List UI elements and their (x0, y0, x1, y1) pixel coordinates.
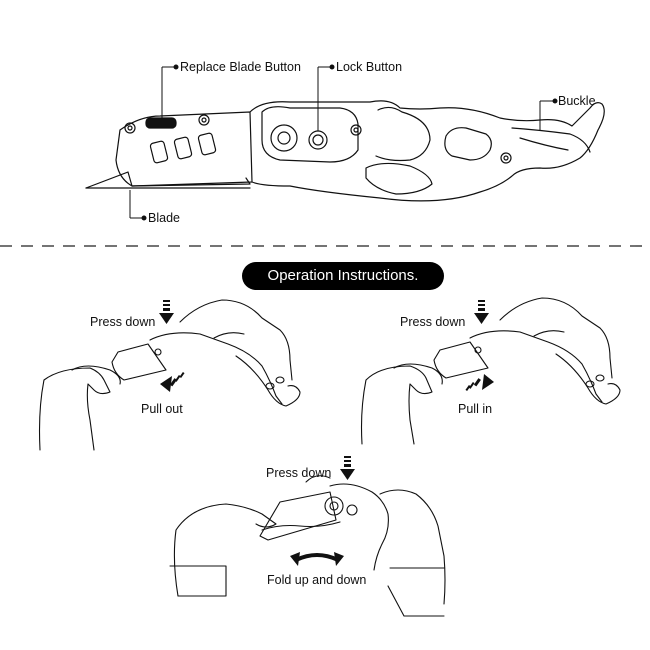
lock-button-shape (308, 130, 328, 150)
step-3-illustration (169, 475, 446, 617)
blade-label: Blade (148, 211, 180, 225)
step-2-illustration (360, 297, 621, 445)
buckle-shape (511, 127, 591, 153)
step-1-action-label: Pull out (141, 402, 183, 416)
step-2-action-label: Pull in (458, 402, 493, 416)
blade-holder (115, 111, 253, 187)
instructions-title: Operation Instructions. (242, 262, 444, 290)
step-1-press-label: Press down (90, 315, 156, 329)
buckle-label: Buckle (558, 94, 596, 108)
blade-shape (85, 171, 251, 189)
pivot-screw (270, 124, 298, 152)
step-1-press-arrow (159, 300, 174, 324)
step-3-press-arrow (340, 456, 355, 480)
step-2-pull-in-arrow (465, 374, 494, 392)
replace-blade-button-label: Replace Blade Button (180, 60, 301, 74)
replace-blade-button-shape (145, 117, 177, 129)
step-3-pivot (324, 496, 344, 516)
handle-shape (249, 100, 605, 202)
step-3-action-label: Fold up and down (267, 573, 367, 587)
lock-button-label: Lock Button (336, 60, 403, 74)
step-1-pull-arrow (160, 371, 185, 392)
step-2-press-arrow (474, 300, 489, 324)
fold-arrow (290, 552, 344, 566)
step-3-press-label: Press down (266, 466, 332, 480)
step-2-press-label: Press down (400, 315, 466, 329)
step-1-illustration (38, 299, 301, 451)
